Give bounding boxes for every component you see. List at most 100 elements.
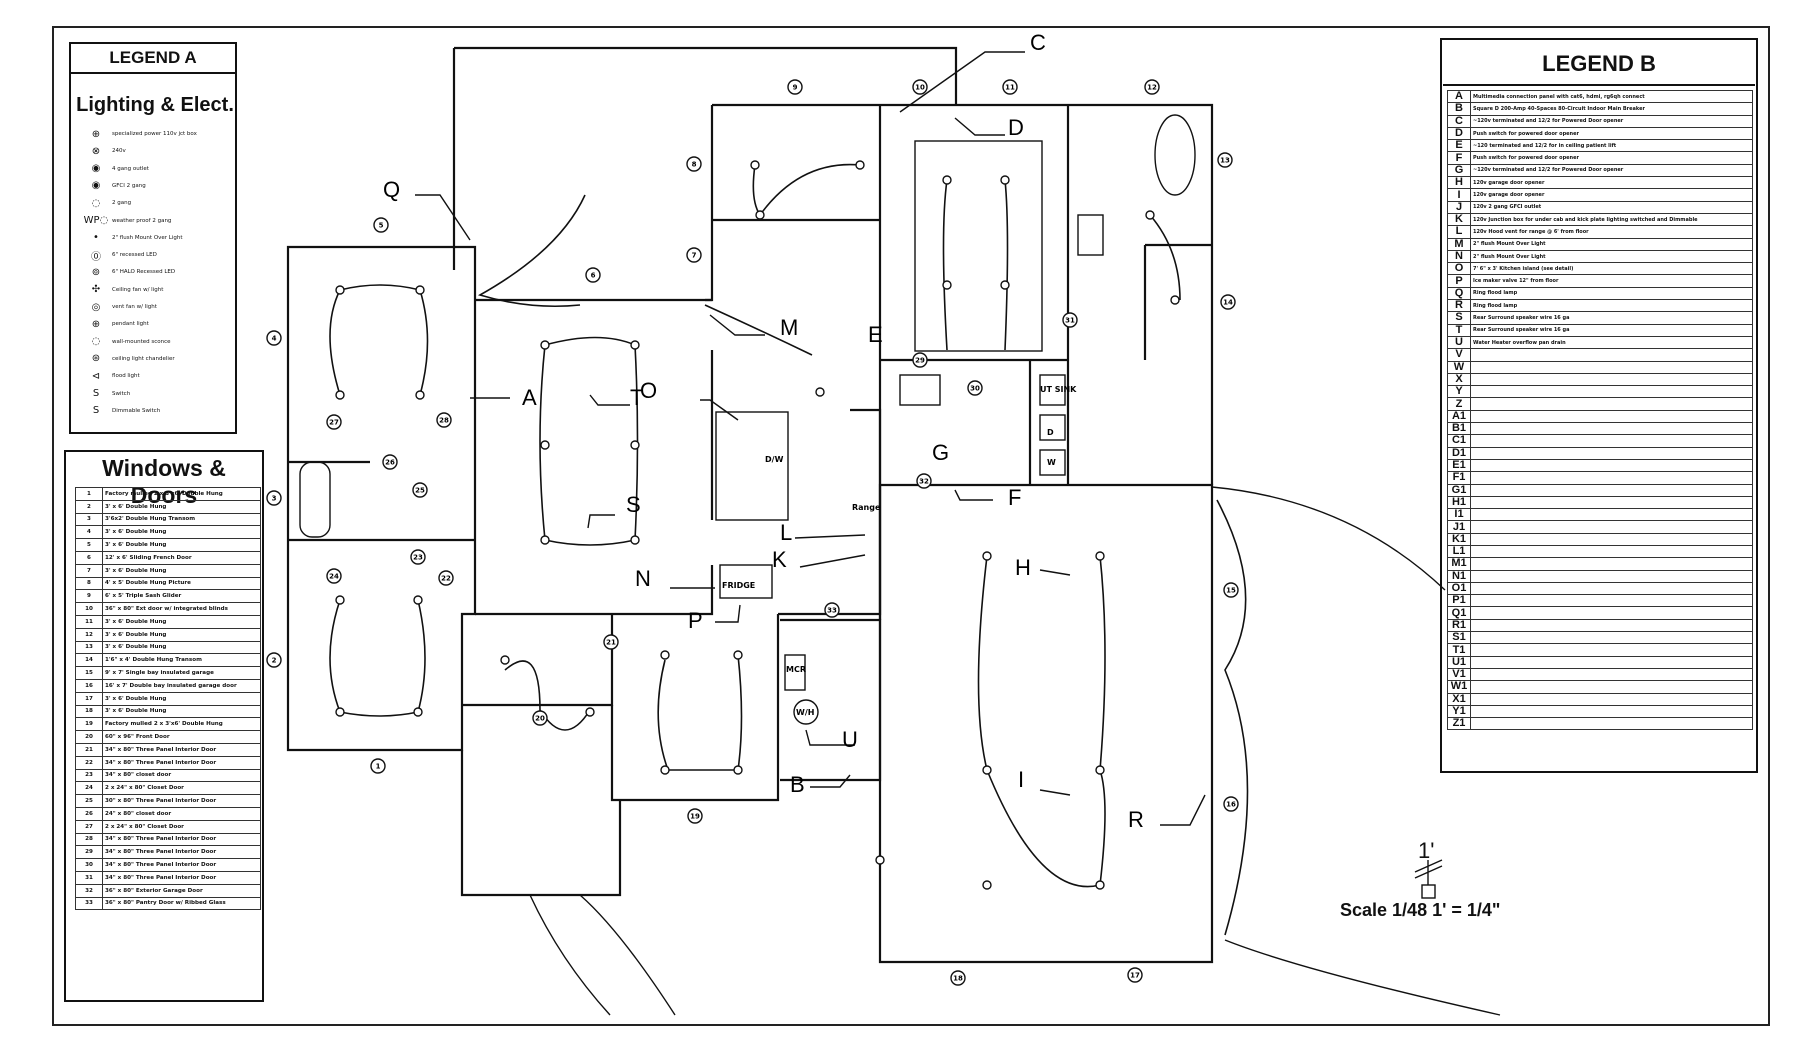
callout-letter: D: [1008, 115, 1024, 140]
light-fixture-icon: [630, 440, 640, 450]
legend-a-item-label: 2 gang: [112, 200, 132, 207]
window-door-marker-number: 2: [272, 657, 277, 665]
legend-b-description: [1470, 704, 1753, 719]
window-door-marker-number: 24: [329, 573, 339, 581]
legend-b-description: ~120 terminated and 12/2 for in ceiling …: [1470, 139, 1753, 153]
legend-a-item-label: specialized power 110v jct box: [112, 131, 197, 137]
legend-a-item-label: weather proof 2 gang: [112, 217, 172, 224]
light-fixture-icon: [415, 285, 425, 295]
legend-a-item-label: Dimmable Switch: [112, 407, 161, 414]
window-door-marker: 26: [382, 454, 398, 470]
light-fixture-icon: [500, 655, 510, 665]
callout-leaders: [415, 51, 1206, 826]
table-row: T1: [1447, 643, 1753, 657]
light-fixture-icon: [335, 595, 345, 605]
window-door-marker-number: 7: [692, 252, 697, 260]
window-door-marker-number: 32: [919, 478, 929, 486]
callout-letter: T: [630, 385, 643, 410]
walkway: [529, 894, 676, 1016]
light-fixture-icon: [660, 650, 670, 660]
legend-a-item: ⊲flood light: [80, 368, 140, 384]
legend-a-item-label: 6" recessed LED: [112, 252, 157, 259]
window-door-marker-number: 8: [692, 161, 697, 169]
light-fixture-icon: [733, 650, 743, 660]
window-door-marker-number: 16: [1226, 801, 1236, 809]
legend-a-item-label: ceiling light chandelier: [112, 355, 175, 362]
legend-b-description: [1470, 618, 1753, 633]
table-row: K1: [1447, 532, 1753, 546]
window-door-marker-number: 23: [413, 554, 423, 562]
window-door-marker: 15: [1223, 582, 1239, 598]
window-door-marker-number: 27: [329, 419, 339, 427]
window-door-marker-number: 30: [970, 385, 980, 393]
legend-b-description: 120v 2 gang GFCI outlet: [1470, 200, 1753, 214]
table-row: S1: [1447, 631, 1753, 645]
legend-a-item: ✣Ceiling fan w/ light: [80, 282, 164, 298]
callout-letter: F: [1008, 485, 1021, 510]
window-door-marker-number: 26: [385, 459, 395, 467]
window-door-marker-number: 10: [915, 84, 925, 92]
legend-b-description: [1470, 520, 1753, 534]
window-door-marker-number: 20: [535, 715, 545, 723]
light-fixture-icon: [1095, 765, 1105, 775]
legend-a-item: ◉GFCI 2 gang: [80, 178, 146, 194]
dimmable-switch-icon: S: [92, 405, 100, 417]
legend-a-item-label: 4 gang outlet: [112, 165, 149, 172]
light-fixture-icon: [1000, 280, 1010, 290]
walls: [286, 46, 1214, 964]
240v-outlet-icon: ⊗: [91, 145, 101, 157]
legend-a-item: ⊕pendant light: [80, 316, 149, 332]
sconce-icon: ◌: [91, 336, 101, 348]
ceiling-fan-icon: ✣: [91, 284, 101, 296]
callout-letter: R: [1128, 807, 1144, 832]
window-door-marker-number: 22: [441, 575, 451, 583]
window-door-marker-number: 13: [1220, 157, 1230, 165]
window-door-marker: 27: [326, 414, 342, 430]
window-door-marker-number: 29: [915, 357, 925, 365]
dishwasher-label: D/W: [765, 455, 784, 464]
window-door-marker-number: 21: [606, 639, 616, 647]
callout-letter: Q: [383, 177, 400, 202]
window-door-marker: 25: [412, 482, 428, 498]
table-row: R1: [1447, 618, 1753, 633]
window-door-marker: 10: [912, 79, 928, 95]
scale-symbol: [1414, 859, 1443, 899]
weatherproof-outlet-icon: WP◌: [83, 215, 109, 226]
table-row: F1: [1447, 471, 1753, 485]
legend-a-item-label: 240v: [112, 148, 126, 155]
window-door-marker-number: 5: [379, 222, 384, 230]
window-door-marker: 29: [912, 352, 928, 368]
window-door-marker-number: 3: [272, 495, 277, 503]
callout-letter: G: [932, 440, 949, 465]
light-fixture-icon: [855, 160, 865, 170]
light-fixture-icon: [733, 765, 743, 775]
light-fixture-icon: [413, 595, 423, 605]
legend-b-description: [1470, 667, 1753, 682]
window-door-marker-number: 14: [1223, 299, 1233, 307]
legend-a-item: ⊕specialized power 110v jct box: [80, 126, 197, 142]
window-door-marker-number: 9: [793, 84, 798, 92]
legend-b-description: [1470, 508, 1753, 522]
service-line-2: [1224, 939, 1501, 1016]
window-door-marker-number: 33: [827, 607, 837, 615]
light-fixture-icon: [755, 210, 765, 220]
fridge-label: FRIDGE: [722, 581, 755, 590]
window-door-marker-number: 12: [1147, 84, 1157, 92]
fixtures: [299, 114, 1196, 725]
utility-sink-label: UT SINK: [1040, 385, 1077, 394]
window-door-marker: 19: [687, 808, 703, 824]
legend-a-item: ◌wall-mounted sconce: [80, 334, 171, 350]
legend-b-description: 120v Hood vent for range @ 6' from floor: [1470, 225, 1753, 239]
